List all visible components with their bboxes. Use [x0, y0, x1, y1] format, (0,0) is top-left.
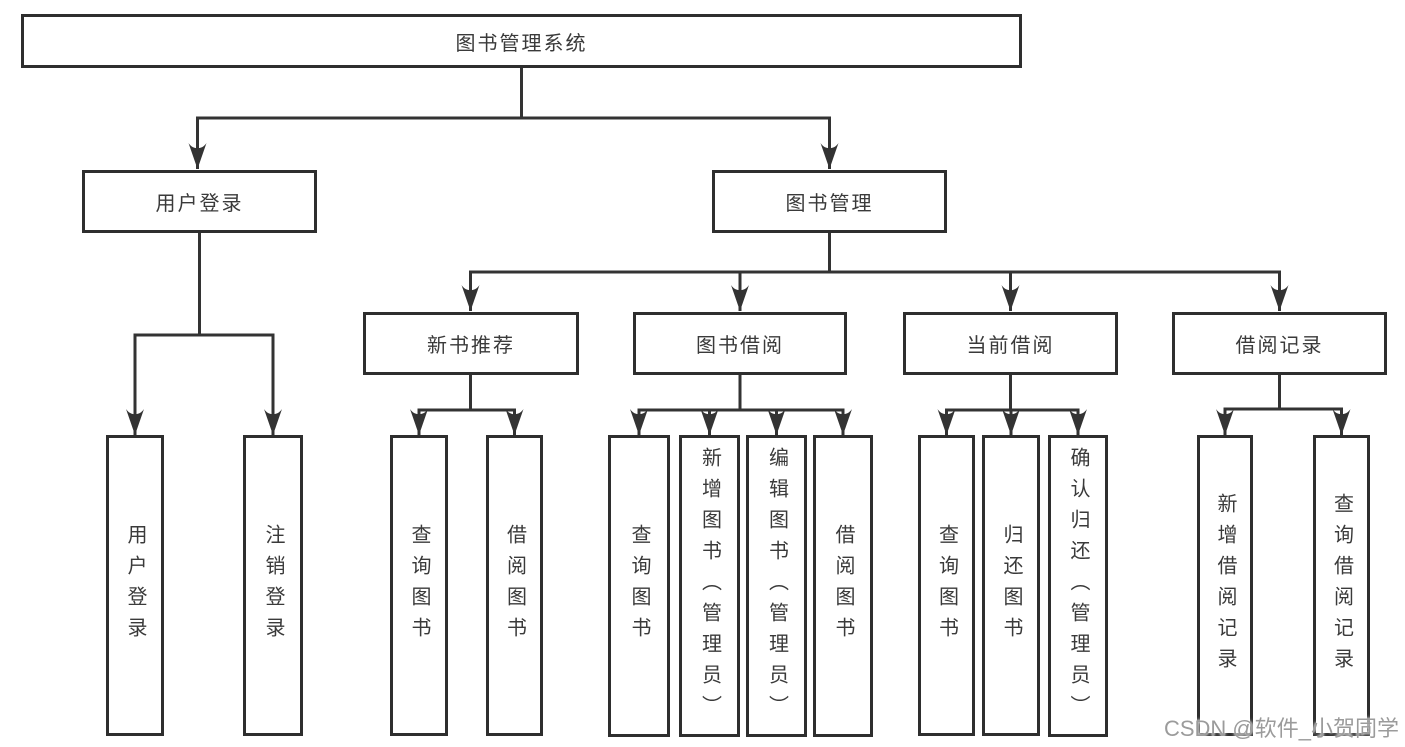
node-book-management-label: 图书管理 [785, 193, 874, 215]
leaf-current-return-books-label: 归还图书 [1000, 523, 1022, 648]
leaf-recommend-query-books: 查询图书 [390, 435, 448, 736]
leaf-user-login-label: 用户登录 [124, 523, 146, 648]
leaf-recommend-borrow-books-label: 借阅图书 [503, 523, 526, 648]
leaf-current-query-books: 查询图书 [918, 435, 975, 736]
node-book-borrowing: 图书借阅 [633, 312, 847, 375]
leaf-borrowing-query-books-label: 查询图书 [628, 524, 650, 648]
node-book-borrowing-label: 图书借阅 [696, 335, 784, 357]
leaf-borrowing-query-books: 查询图书 [608, 435, 670, 737]
node-borrow-records: 借阅记录 [1172, 312, 1387, 375]
leaf-logout: 注销登录 [243, 435, 303, 736]
leaf-user-login: 用户登录 [106, 435, 164, 736]
csdn-watermark: CSDN @软件_小贺同学 [1163, 716, 1399, 741]
leaf-borrowing-add-books-admin-label: 新增图书（管理员） [698, 446, 721, 726]
leaf-borrowing-edit-books-admin-label: 编辑图书（管理员） [765, 446, 788, 726]
node-new-book-recommend-label: 新书推荐 [427, 335, 515, 357]
leaf-current-confirm-return-admin: 确认归还（管理员） [1048, 435, 1108, 737]
node-user-login-label: 用户登录 [155, 193, 244, 215]
leaf-current-return-books: 归还图书 [982, 435, 1040, 736]
leaf-records-add-record: 新增借阅记录 [1197, 435, 1253, 736]
node-current-borrowing: 当前借阅 [903, 312, 1118, 375]
leaf-borrowing-add-books-admin: 新增图书（管理员） [679, 435, 740, 737]
node-borrow-records-label: 借阅记录 [1235, 335, 1324, 357]
leaf-records-query-record: 查询借阅记录 [1313, 435, 1370, 736]
node-current-borrowing-label: 当前借阅 [966, 335, 1055, 357]
node-new-book-recommend: 新书推荐 [363, 312, 579, 375]
leaf-recommend-query-books-label: 查询图书 [408, 523, 430, 648]
leaf-current-confirm-return-admin-label: 确认归还（管理员） [1067, 446, 1089, 726]
leaf-records-query-record-label: 查询借阅记录 [1330, 492, 1353, 679]
leaf-logout-label: 注销登录 [262, 523, 284, 648]
node-user-login: 用户登录 [82, 170, 317, 233]
leaf-borrowing-borrow-books-label: 借阅图书 [832, 524, 854, 648]
leaf-records-add-record-label: 新增借阅记录 [1214, 492, 1236, 679]
leaf-borrowing-borrow-books: 借阅图书 [813, 435, 873, 737]
leaf-recommend-borrow-books: 借阅图书 [486, 435, 543, 736]
node-book-management: 图书管理 [712, 170, 947, 233]
leaf-current-query-books-label: 查询图书 [935, 523, 958, 648]
node-root-system: 图书管理系统 [21, 14, 1022, 68]
node-root-system-label: 图书管理系统 [455, 32, 588, 55]
leaf-borrowing-edit-books-admin: 编辑图书（管理员） [746, 435, 807, 737]
